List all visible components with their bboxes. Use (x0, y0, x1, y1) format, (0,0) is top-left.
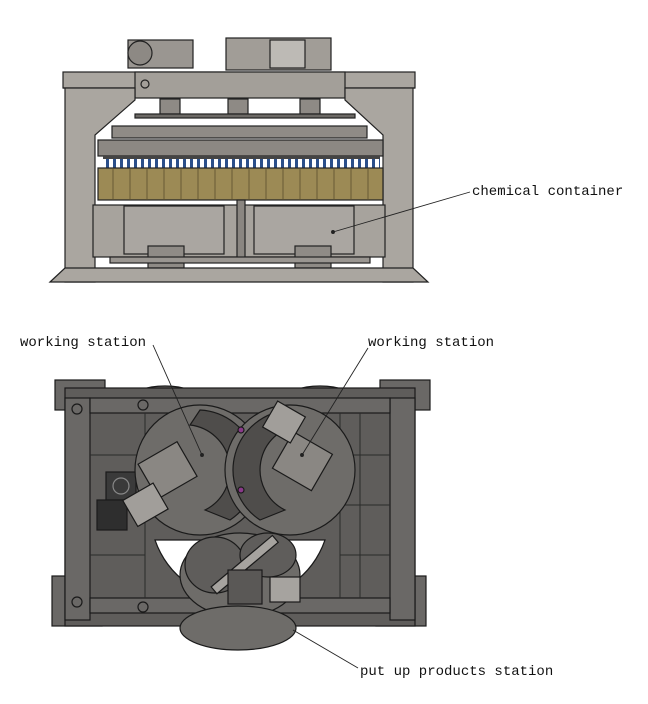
front-view (48, 37, 430, 283)
label-put-up-products-station: put up products station (360, 664, 554, 680)
leader-lines (152, 191, 471, 669)
top-view (51, 379, 431, 651)
leader-put-up-products-station (292, 629, 359, 669)
working-station-right (224, 400, 356, 536)
chemical-container-band (97, 167, 384, 201)
nozzle-row (103, 156, 380, 168)
label-chemical-container: chemical container (472, 184, 624, 200)
leader-working-station-right (301, 347, 369, 456)
put-up-products-station (179, 532, 301, 651)
label-working-station-right: working station (368, 335, 495, 351)
leader-working-station-left (152, 344, 203, 456)
leader-chemical-container (332, 191, 471, 233)
label-working-station-left: working station (20, 335, 147, 351)
motor-right (225, 37, 332, 71)
motor-left (127, 39, 194, 69)
